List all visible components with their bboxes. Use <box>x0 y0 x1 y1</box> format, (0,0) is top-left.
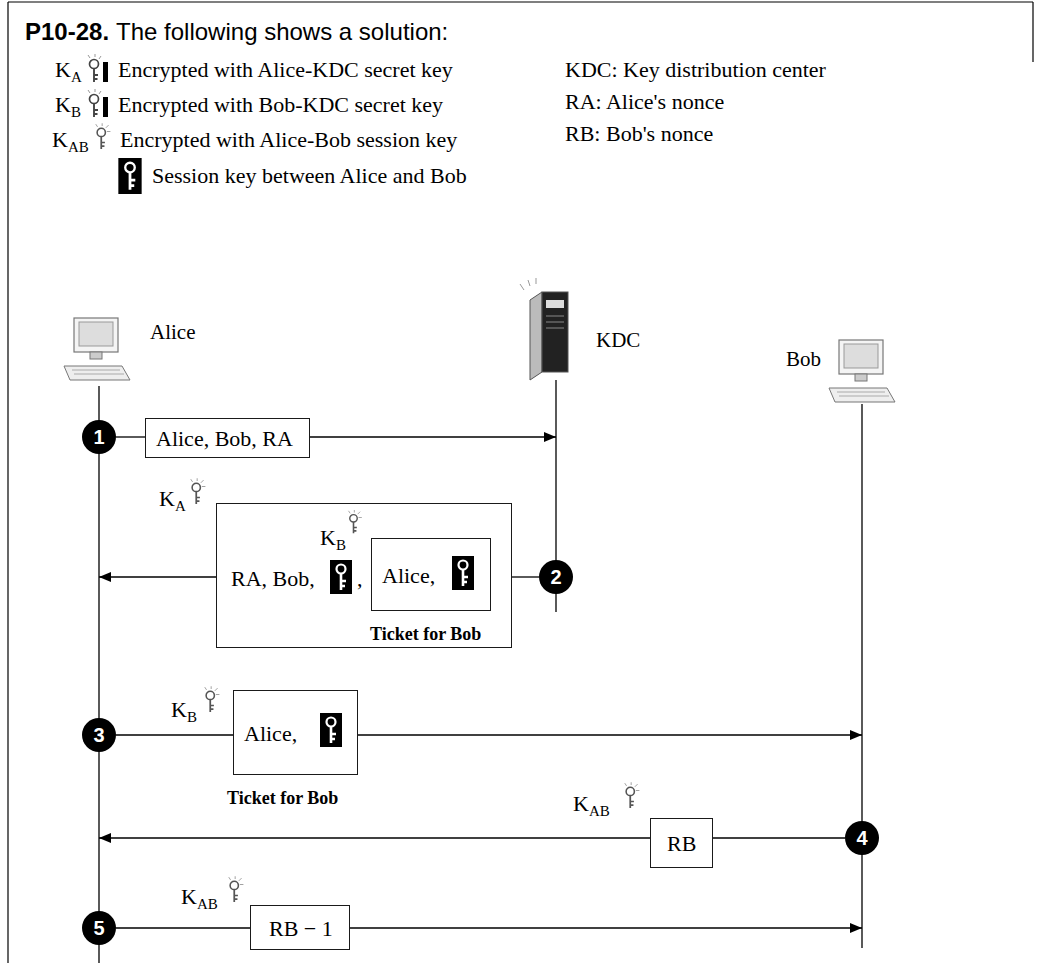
stand <box>855 374 867 381</box>
key-icon <box>205 686 220 712</box>
step-number: 4 <box>845 821 879 855</box>
step-number: 2 <box>539 560 573 594</box>
stand <box>90 352 102 359</box>
step-number: 3 <box>82 718 116 752</box>
message-text: RB <box>667 831 696 856</box>
frame-line <box>1032 2 1033 62</box>
key-icon <box>96 123 111 149</box>
screen <box>79 322 113 346</box>
participant-name: Bob <box>786 347 821 371</box>
legend-text: Encrypted with Bob-KDC secret key <box>118 92 443 117</box>
lifeline <box>98 386 99 963</box>
key-label: KA <box>159 486 186 515</box>
key-icon <box>349 510 362 533</box>
key-label: KAB <box>52 127 89 156</box>
message-text: Alice, <box>382 563 435 588</box>
key-label: KB <box>55 92 81 121</box>
step-number: 5 <box>82 911 116 945</box>
key-label: KA <box>55 57 82 86</box>
step-circle: 3 <box>82 718 116 752</box>
key-icon <box>88 89 108 117</box>
keys <box>837 392 889 396</box>
key-icon <box>625 782 640 808</box>
bob-computer <box>829 340 895 402</box>
keys <box>72 370 124 374</box>
step-circle: 5 <box>82 911 116 945</box>
step-circle: 2 <box>539 560 573 594</box>
connector-line <box>713 837 845 838</box>
server-side <box>530 292 542 380</box>
legend-text: Encrypted with Alice-KDC secret key <box>118 57 453 82</box>
connector-line <box>116 927 250 928</box>
problem-statement: The following shows a solution: <box>116 18 448 46</box>
lifelines <box>99 380 862 963</box>
glossary-text: RA: Alice's nonce <box>565 89 724 114</box>
session-key-icon <box>452 556 474 590</box>
step-circle: 1 <box>82 420 116 454</box>
ticket-caption: Ticket for Bob <box>227 788 338 809</box>
connector-line <box>512 576 539 577</box>
message-text: Alice, Bob, RA <box>156 426 293 451</box>
monitor <box>839 340 883 374</box>
session-key-icon <box>118 158 141 194</box>
glossary-text: RB: Bob's nonce <box>565 121 713 146</box>
keyboard <box>829 388 895 402</box>
participant-name: Alice <box>150 320 195 344</box>
step-number: 1 <box>82 420 116 454</box>
encrypted-message-box: KABRB − 1 <box>250 905 350 950</box>
key-label: KB <box>171 697 197 726</box>
session-key-icon <box>330 560 352 594</box>
message-arrow <box>310 436 556 437</box>
message-box: Alice, Bob, RA <box>145 418 310 458</box>
connector-line <box>116 436 145 437</box>
page-frame <box>8 2 1033 963</box>
screen <box>844 344 878 368</box>
kdc-server <box>520 278 568 380</box>
message-arrow <box>99 576 216 577</box>
key-label: KAB <box>573 791 610 820</box>
session-key-icon <box>320 713 342 747</box>
server-display <box>546 300 564 308</box>
legend-text: Session key between Alice and Bob <box>152 163 467 188</box>
ticket-box: KBAlice,Ticket for Bob <box>371 538 491 611</box>
monitor <box>74 318 118 352</box>
message-key-icons <box>191 478 640 902</box>
message-arrows <box>99 437 862 928</box>
glossary-text: KDC: Key distribution center <box>565 57 826 82</box>
step-circle: 4 <box>845 821 879 855</box>
participant-name: KDC <box>596 328 640 352</box>
key-icon <box>229 876 244 902</box>
frame-line <box>8 1 1033 2</box>
lifeline <box>861 404 862 948</box>
problem-number: P10-28. <box>25 18 109 46</box>
server-sparkle <box>520 278 536 290</box>
ticket-box: KBAlice,Ticket for Bob <box>233 690 358 775</box>
message-arrow <box>99 837 650 838</box>
encrypted-message-box: KABRB <box>650 818 713 868</box>
frame-line <box>7 2 8 963</box>
message-arrow <box>358 734 862 735</box>
message-text: Alice, <box>244 721 297 746</box>
encrypted-message-box: KARA, Bob,,KBAlice,Ticket for Bob <box>216 503 512 648</box>
key-icon <box>88 54 108 82</box>
message-arrow <box>350 927 862 928</box>
message-text: RB − 1 <box>269 916 333 941</box>
message-text: , <box>357 566 363 591</box>
server-slots <box>546 316 564 328</box>
server-front <box>542 292 568 372</box>
key-label: KB <box>320 525 346 554</box>
key-icon <box>191 478 206 504</box>
key-label: KAB <box>181 884 218 913</box>
ticket-caption: Ticket for Bob <box>370 624 481 645</box>
keyboard <box>64 366 130 380</box>
connector-line <box>116 734 233 735</box>
legend-text: Encrypted with Alice-Bob session key <box>120 127 457 152</box>
alice-computer <box>64 318 130 380</box>
message-text: RA, Bob, <box>231 566 315 591</box>
